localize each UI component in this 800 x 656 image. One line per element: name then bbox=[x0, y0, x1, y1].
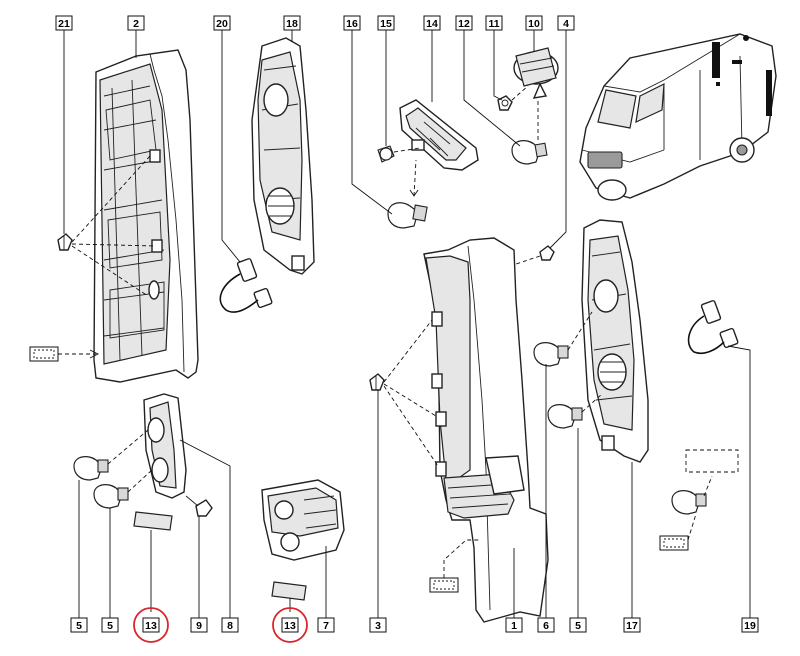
part-7-lamp-unit bbox=[261, 479, 345, 561]
callout-15: 15 bbox=[377, 15, 395, 31]
van-illustration bbox=[579, 33, 777, 201]
svg-text:17: 17 bbox=[626, 620, 638, 632]
part-5-bulb-right bbox=[547, 404, 583, 429]
svg-text:7: 7 bbox=[323, 620, 329, 632]
leader-lines bbox=[63, 30, 751, 626]
callout-11: 11 bbox=[485, 15, 503, 31]
callout-12: 12 bbox=[455, 15, 473, 31]
svg-text:5: 5 bbox=[575, 620, 581, 632]
callout-20: 20 bbox=[213, 15, 231, 31]
part-5-bulb-left-a bbox=[73, 456, 109, 481]
callout-7: 7 bbox=[317, 617, 335, 633]
callout-5-b: 5 bbox=[101, 617, 119, 633]
callout-5-c: 5 bbox=[569, 617, 587, 633]
svg-text:13: 13 bbox=[284, 620, 296, 632]
svg-text:16: 16 bbox=[346, 18, 358, 30]
part-11-screw bbox=[497, 95, 513, 111]
callout-2: 2 bbox=[127, 15, 145, 31]
reference-box bbox=[685, 449, 739, 473]
svg-text:6: 6 bbox=[543, 620, 549, 632]
part-14-brake-light bbox=[399, 99, 479, 171]
reference-symbol bbox=[429, 577, 459, 593]
part-13-plate-left bbox=[133, 511, 173, 531]
reference-symbol bbox=[659, 535, 689, 551]
part-5-bulb-left-b bbox=[93, 484, 129, 509]
callout-13-b: 13 bbox=[272, 607, 308, 643]
callout-18: 18 bbox=[283, 15, 301, 31]
svg-text:14: 14 bbox=[426, 18, 438, 30]
svg-text:19: 19 bbox=[744, 620, 756, 632]
callout-3: 3 bbox=[369, 617, 387, 633]
svg-text:11: 11 bbox=[488, 18, 499, 30]
svg-text:12: 12 bbox=[458, 18, 470, 30]
callout-9: 9 bbox=[190, 617, 208, 633]
svg-text:15: 15 bbox=[380, 18, 392, 30]
part-1-pillar-trim bbox=[423, 237, 549, 623]
part-19-wiring-harness bbox=[687, 300, 739, 355]
svg-text:18: 18 bbox=[286, 18, 298, 30]
part-17-rear-lamp bbox=[581, 219, 649, 463]
callout-19: 19 bbox=[741, 617, 759, 633]
svg-text:5: 5 bbox=[107, 620, 113, 632]
part-10-lamp-holder bbox=[513, 47, 559, 99]
callout-17: 17 bbox=[623, 617, 641, 633]
part-16-bulb bbox=[387, 202, 428, 229]
svg-text:13: 13 bbox=[145, 620, 157, 632]
svg-text:20: 20 bbox=[216, 18, 228, 30]
part-13-plate-middle bbox=[271, 581, 307, 601]
callout-10: 10 bbox=[525, 15, 543, 31]
svg-text:3: 3 bbox=[375, 620, 381, 632]
callout-1: 1 bbox=[505, 617, 523, 633]
part-20-wiring-harness bbox=[219, 258, 273, 313]
callout-13-a: 13 bbox=[133, 607, 169, 643]
part-9-screw bbox=[185, 495, 213, 517]
part-6-bulb bbox=[533, 342, 569, 367]
clip-3 bbox=[369, 373, 385, 391]
callout-16: 16 bbox=[343, 15, 361, 31]
svg-text:5: 5 bbox=[76, 620, 82, 632]
part-18-rear-lamp bbox=[251, 37, 315, 275]
part-12-bulb bbox=[511, 140, 548, 165]
svg-text:1: 1 bbox=[511, 620, 517, 632]
callout-4: 4 bbox=[557, 15, 575, 31]
callout-8: 8 bbox=[221, 617, 239, 633]
callout-21: 21 bbox=[55, 15, 73, 31]
part-2-pillar-panel bbox=[93, 49, 199, 383]
callout-6: 6 bbox=[537, 617, 555, 633]
screw-4 bbox=[539, 245, 555, 261]
svg-text:21: 21 bbox=[58, 18, 70, 30]
svg-text:9: 9 bbox=[196, 620, 202, 632]
part-8-lamp-unit bbox=[143, 393, 187, 499]
bulb-right-bottom bbox=[671, 490, 707, 515]
callout-14: 14 bbox=[423, 15, 441, 31]
reference-symbol bbox=[29, 346, 59, 362]
svg-text:8: 8 bbox=[227, 620, 233, 632]
svg-text:2: 2 bbox=[133, 18, 139, 30]
part-15-bulb bbox=[377, 145, 395, 163]
svg-text:10: 10 bbox=[528, 18, 540, 30]
svg-text:4: 4 bbox=[563, 18, 569, 30]
clip-21 bbox=[57, 233, 73, 251]
callout-5-a: 5 bbox=[70, 617, 88, 633]
